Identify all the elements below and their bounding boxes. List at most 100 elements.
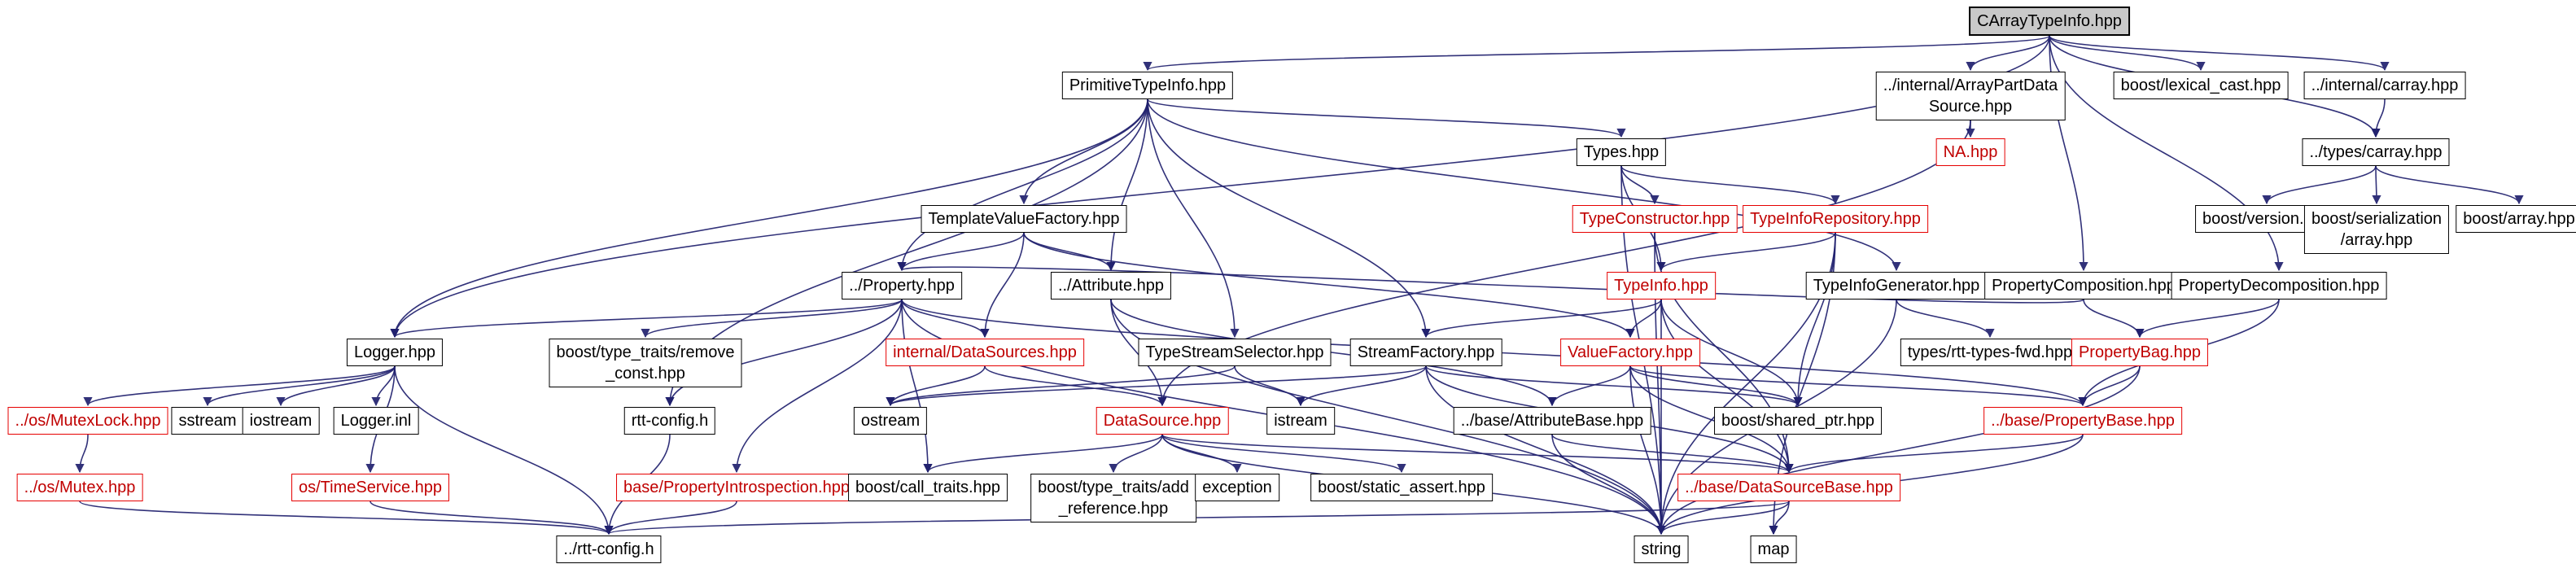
graph-node-valuefactory[interactable]: ValueFactory.hpp: [1560, 339, 1700, 366]
graph-node-shared_ptr[interactable]: boost/shared_ptr.hpp: [1714, 407, 1882, 435]
graph-node-streamfactory[interactable]: StreamFactory.hpp: [1349, 339, 1502, 366]
graph-node-label: TypeInfoRepository.hpp: [1750, 210, 1921, 228]
graph-node-carraytypeinfo[interactable]: CArrayTypeInfo.hpp: [1969, 7, 2130, 36]
graph-node-attributebase[interactable]: ../base/AttributeBase.hpp: [1453, 407, 1651, 435]
graph-node-label: base/PropertyIntrospection.hpp: [623, 479, 850, 496]
graph-node-typeinfogenerator[interactable]: TypeInfoGenerator.hpp: [1805, 272, 1988, 299]
graph-node-label: Types.hpp: [1583, 143, 1660, 161]
edge-datasourcebase-root_rtt_config: [605, 501, 1790, 536]
graph-node-label: TypeStreamSelector.hpp: [1145, 343, 1324, 361]
graph-node-iostream[interactable]: iostream: [242, 407, 320, 435]
edge-logger-logger_inl: [371, 365, 396, 407]
graph-node-mutex[interactable]: ../os/Mutex.hpp: [16, 474, 143, 501]
graph-node-attribute[interactable]: ../Attribute.hpp: [1050, 272, 1172, 299]
graph-node-propertyintrospection[interactable]: base/PropertyIntrospection.hpp: [616, 474, 857, 501]
graph-node-label: ostream: [860, 412, 921, 430]
edge-internal_carray-types_carray: [2371, 98, 2386, 138]
edge-property-remove_const: [641, 299, 903, 339]
graph-node-label: Logger.hpp: [353, 343, 436, 361]
edge-carraytypeinfo-arraypartdatasource: [1966, 35, 2050, 72]
edge-attribute-attributebase: [1110, 299, 1557, 407]
graph-node-datasources[interactable]: internal/DataSources.hpp: [886, 339, 1084, 366]
graph-node-typeconstructor[interactable]: TypeConstructor.hpp: [1572, 205, 1738, 233]
edge-templatevaluefactory-property: [897, 232, 1025, 272]
graph-node-label: ../types/carray.hpp: [2309, 143, 2443, 161]
graph-node-label: ../os/Mutex.hpp: [24, 479, 136, 496]
graph-node-label: boost/type_traits/remove: [556, 343, 735, 361]
graph-node-rtt_config[interactable]: rtt-config.h: [623, 407, 716, 435]
graph-node-datasource[interactable]: DataSource.hpp: [1096, 407, 1229, 435]
graph-node-label: boost/serialization: [2311, 210, 2443, 228]
graph-node-label: ../base/PropertyBase.hpp: [1991, 412, 2175, 430]
graph-node-label: DataSource.hpp: [1103, 412, 1222, 430]
graph-node-typeinfo[interactable]: TypeInfo.hpp: [1607, 272, 1716, 299]
graph-node-logger[interactable]: Logger.hpp: [346, 339, 444, 366]
graph-node-root_rtt_config[interactable]: ../rtt-config.h: [556, 536, 662, 563]
edge-carraytypeinfo-primitivetypeinfo: [1143, 35, 2050, 72]
graph-node-label: CArrayTypeInfo.hpp: [1977, 12, 2122, 30]
graph-node-label: boost/static_assert.hpp: [1318, 479, 1485, 496]
graph-node-types_carray[interactable]: ../types/carray.hpp: [2302, 138, 2450, 166]
graph-node-label: TypeInfoGenerator.hpp: [1813, 277, 1980, 295]
graph-node-types[interactable]: Types.hpp: [1576, 138, 1667, 166]
graph-node-istream[interactable]: istream: [1266, 407, 1335, 435]
edge-types-typeconstructor: [1620, 165, 1660, 205]
graph-node-label: NA.hpp: [1943, 143, 1998, 161]
graph-node-label: Source.hpp: [1928, 98, 2013, 116]
edge-types_carray-boost_serialization: [2372, 165, 2381, 205]
graph-node-propertybase[interactable]: ../base/PropertyBase.hpp: [1983, 407, 2182, 435]
graph-node-timeservice[interactable]: os/TimeService.hpp: [291, 474, 449, 501]
edge-property-logger: [390, 299, 903, 339]
edge-propertybag-string: [1656, 365, 2141, 536]
edge-primitivetypeinfo-types: [1147, 98, 1626, 138]
edge-propertyintrospection-root_rtt_config: [604, 501, 737, 536]
edge-streamfactory-string: [1425, 365, 1666, 536]
graph-node-property[interactable]: ../Property.hpp: [842, 272, 962, 299]
graph-node-label: StreamFactory.hpp: [1357, 343, 1495, 361]
graph-node-label: boost/type_traits/add: [1038, 479, 1189, 496]
graph-node-label: _const.hpp: [606, 365, 685, 383]
graph-node-typeinforepository[interactable]: TypeInfoRepository.hpp: [1743, 205, 1928, 233]
graph-node-typestreamselector[interactable]: TypeStreamSelector.hpp: [1138, 339, 1332, 366]
edge-typeinforepository-typeinfo: [1656, 232, 1836, 272]
graph-node-label: iostream: [249, 412, 313, 430]
graph-node-label: /array.hpp: [2340, 231, 2413, 249]
edge-valuefactory-attributebase: [1547, 365, 1631, 407]
graph-node-datasourcebase[interactable]: ../base/DataSourceBase.hpp: [1677, 474, 1900, 501]
edge-propertybag-propertybase: [2078, 365, 2141, 407]
graph-node-propertydecomposition[interactable]: PropertyDecomposition.hpp: [2171, 272, 2387, 299]
graph-node-sstream[interactable]: sstream: [171, 407, 244, 435]
graph-node-exception[interactable]: exception: [1195, 474, 1279, 501]
edge-datasource-add_reference: [1109, 434, 1163, 474]
graph-node-string[interactable]: string: [1634, 536, 1689, 563]
edge-propertycomposition-propertybag: [2083, 299, 2145, 339]
graph-node-propertycomposition[interactable]: PropertyComposition.hpp: [1984, 272, 2183, 299]
graph-node-lexical_cast[interactable]: boost/lexical_cast.hpp: [2113, 72, 2289, 99]
graph-node-remove_const[interactable]: boost/type_traits/remove _const.hpp: [549, 339, 742, 387]
graph-node-templatevaluefactory[interactable]: TemplateValueFactory.hpp: [921, 205, 1127, 233]
graph-node-logger_inl[interactable]: Logger.inl: [333, 407, 419, 435]
graph-node-primitivetypeinfo[interactable]: PrimitiveTypeInfo.hpp: [1061, 72, 1234, 99]
graph-node-add_reference[interactable]: boost/type_traits/add_reference.hpp: [1030, 474, 1196, 522]
graph-node-propertybag[interactable]: PropertyBag.hpp: [2071, 339, 2209, 366]
graph-node-boost_array[interactable]: boost/array.hpp: [2456, 205, 2576, 233]
graph-node-static_assert[interactable]: boost/static_assert.hpp: [1310, 474, 1493, 501]
graph-node-label: os/TimeService.hpp: [299, 479, 442, 496]
edge-typeinforepository-shared_ptr: [1793, 232, 1836, 407]
graph-node-label: istream: [1274, 412, 1327, 430]
graph-node-ostream[interactable]: ostream: [853, 407, 928, 435]
graph-node-na[interactable]: NA.hpp: [1935, 138, 2005, 166]
graph-node-mutexlock[interactable]: ../os/MutexLock.hpp: [7, 407, 168, 435]
edge-typestreamselector-ostream: [886, 365, 1236, 407]
graph-node-call_traits[interactable]: boost/call_traits.hpp: [848, 474, 1008, 501]
graph-node-map[interactable]: map: [1750, 536, 1797, 563]
edge-attribute-datasource: [1110, 299, 1167, 407]
graph-node-label: ../os/MutexLock.hpp: [15, 412, 161, 430]
graph-node-rtt_types_fwd[interactable]: types/rtt-types-fwd.hpp: [1900, 339, 2080, 366]
graph-node-boost_serialization[interactable]: boost/serialization/array.hpp: [2303, 205, 2450, 254]
graph-node-label: ../rtt-config.h: [563, 540, 654, 558]
graph-node-internal_carray[interactable]: ../internal/carray.hpp: [2303, 72, 2466, 99]
graph-node-label: sstream: [178, 412, 237, 430]
